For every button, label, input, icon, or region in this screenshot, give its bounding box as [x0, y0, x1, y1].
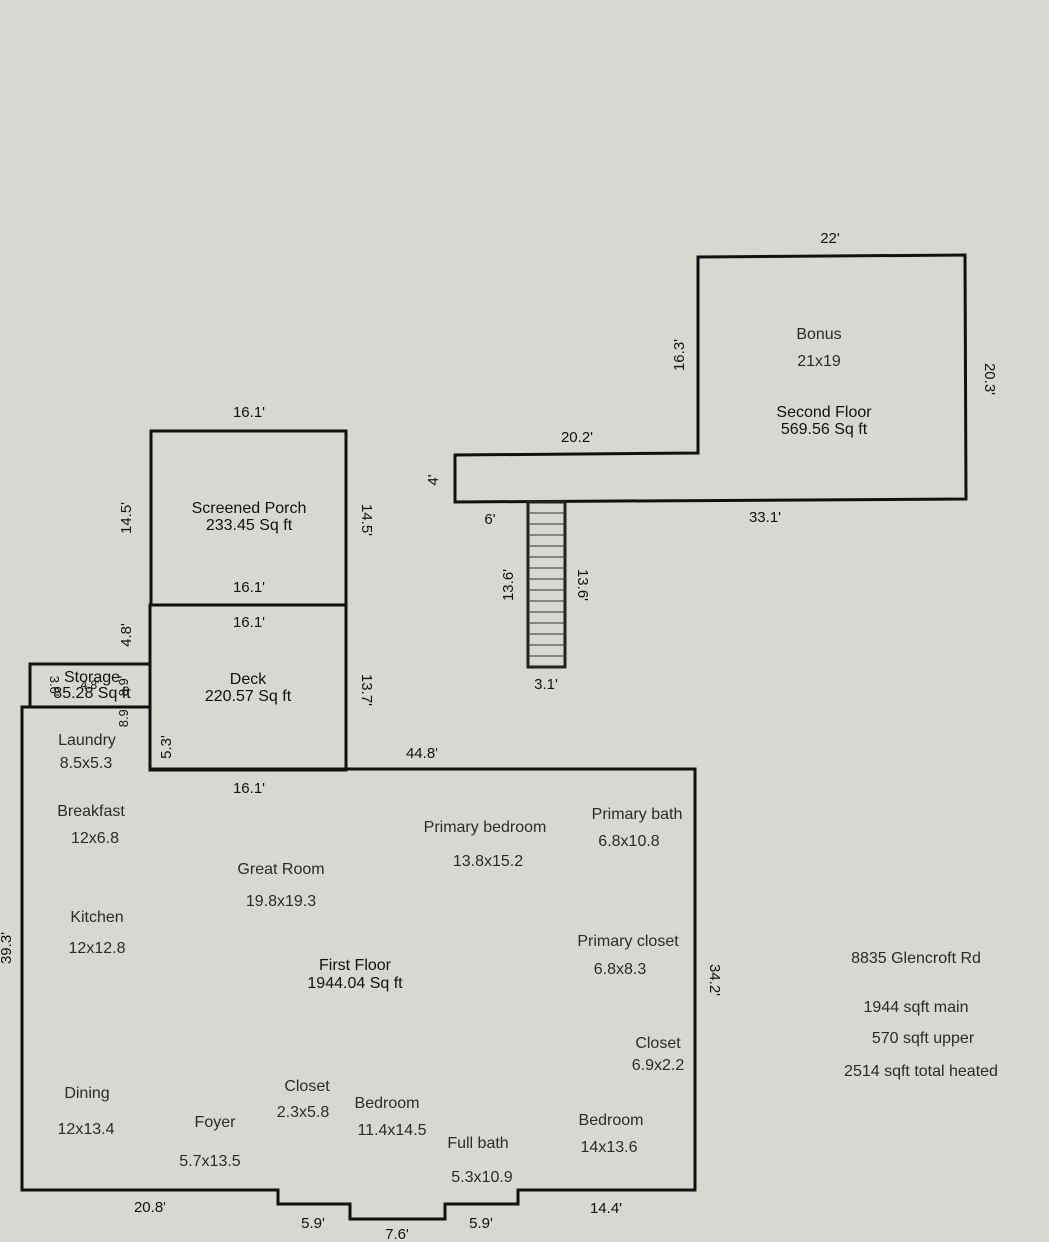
dim-porch-bottom: 16.1': [233, 579, 265, 596]
room-name-foyer: Foyer: [195, 1114, 237, 1131]
dim-first-floor-bottom-mid-left: 5.9': [301, 1215, 325, 1232]
dim-first-floor-bottom-mid-right: 5.9': [469, 1215, 493, 1232]
dim-first-floor-top: 44.8': [406, 745, 438, 762]
info-total-sqft: 2514 sqft total heated: [844, 1063, 998, 1080]
room-size-bedroom-right: 14x13.6: [581, 1139, 638, 1156]
dim-deck-left-upper: 4.8': [118, 623, 135, 647]
room-size-kitchen: 12x12.8: [69, 940, 126, 957]
second-floor: 22' 20.3' 33.1' 16.3' 20.2' 4' 6' Bonus …: [425, 230, 998, 528]
storage-name: Storage: [64, 669, 120, 686]
stairs-outline: [526, 500, 567, 669]
room-size-primary-bedroom: 13.8x15.2: [453, 853, 523, 870]
dim-second-floor-top: 22': [820, 230, 840, 247]
second-floor-area: 569.56 Sq ft: [781, 421, 868, 438]
room-name-closet-hall: Closet: [635, 1035, 681, 1052]
room-name-great-room: Great Room: [237, 861, 324, 878]
room-size-bedroom-center: 11.4x14.5: [357, 1122, 426, 1139]
dim-deck-right: 13.7': [358, 674, 375, 706]
dim-storage-top: 4.8': [81, 678, 100, 692]
dim-first-floor-left: 39.3': [0, 932, 15, 964]
room-name-closet-foyer: Closet: [284, 1078, 330, 1095]
storage-area: 85.28 Sq ft: [53, 685, 131, 702]
screened-porch-area: 233.45 Sq ft: [206, 517, 293, 534]
room-size-foyer: 5.7x13.5: [179, 1153, 240, 1170]
dim-first-floor-bottom-left: 20.8': [134, 1199, 166, 1216]
room-name-laundry: Laundry: [58, 732, 116, 749]
second-floor-title: Second Floor: [776, 404, 872, 421]
dim-porch-left: 14.5': [118, 502, 135, 534]
deck-name: Deck: [230, 671, 267, 688]
info-address: 8835 Glencroft Rd: [851, 950, 981, 967]
dim-deck-left-lower: 5.3': [158, 735, 175, 759]
dim-stairs-right: 13.6': [574, 569, 591, 601]
storage: Storage 85.28 Sq ft 3.6' 4.8' 8.9' 8.9': [28, 662, 152, 728]
dim-first-floor-right: 34.2': [706, 964, 723, 996]
dim-first-floor-bottom-right: 14.4': [590, 1200, 622, 1217]
first-floor-title: First Floor: [319, 957, 392, 974]
first-floor: 44.8' 39.3' 34.2' 20.8' 5.9' 7.6' 5.9' 1…: [0, 705, 723, 1242]
room-size-bonus: 21x19: [797, 353, 841, 370]
dim-deck-top: 16.1': [233, 614, 265, 631]
room-size-dining: 12x13.4: [58, 1121, 115, 1138]
room-size-breakfast: 12x6.8: [71, 830, 119, 847]
room-name-full-bath: Full bath: [447, 1135, 508, 1152]
dim-second-floor-left-upper: 16.3': [671, 339, 688, 371]
screened-porch-name: Screened Porch: [192, 500, 307, 517]
stair-steps: [528, 512, 565, 657]
info-upper-sqft: 570 sqft upper: [872, 1030, 975, 1047]
room-size-full-bath: 5.3x10.9: [451, 1169, 512, 1186]
dim-stairs-bottom: 3.1': [534, 676, 558, 693]
room-name-primary-bedroom: Primary bedroom: [424, 819, 547, 836]
dim-second-floor-step-top: 20.2': [561, 429, 593, 446]
dim-second-floor-step-left: 4': [425, 474, 442, 485]
room-size-closet-hall: 6.9x2.2: [632, 1057, 685, 1074]
room-name-kitchen: Kitchen: [70, 909, 123, 926]
room-name-bedroom-right: Bedroom: [579, 1112, 644, 1129]
room-size-primary-bath: 6.8x10.8: [598, 833, 659, 850]
dim-stairs-left: 13.6': [500, 569, 517, 601]
stairs: 13.6' 13.6' 3.1': [500, 500, 591, 693]
room-name-primary-bath: Primary bath: [592, 806, 683, 823]
room-size-closet-foyer: 2.3x5.8: [277, 1104, 330, 1121]
dim-porch-top: 16.1': [233, 404, 265, 421]
info-main-sqft: 1944 sqft main: [864, 999, 969, 1016]
dim-storage-left: 3.6': [47, 676, 62, 697]
room-size-laundry: 8.5x5.3: [60, 755, 113, 772]
room-size-primary-closet: 6.8x8.3: [594, 961, 647, 978]
room-name-primary-closet: Primary closet: [577, 933, 679, 950]
dim-porch-right: 14.5': [358, 504, 375, 536]
dim-storage-right-upper: 8.9': [116, 676, 131, 697]
screened-porch: 16.1' 14.5' 14.5' 16.1' Screened Porch 2…: [118, 404, 375, 607]
dim-first-floor-bottom-center: 7.6': [385, 1226, 409, 1242]
dim-second-floor-right: 20.3': [981, 363, 998, 395]
second-floor-outline: [453, 253, 968, 504]
room-name-bonus: Bonus: [796, 326, 841, 343]
deck-area: 220.57 Sq ft: [205, 688, 292, 705]
dim-storage-right-lower: 8.9': [116, 707, 131, 728]
room-name-breakfast: Breakfast: [57, 803, 125, 820]
room-name-dining: Dining: [64, 1085, 109, 1102]
dim-second-floor-step-bottom: 6': [484, 511, 495, 528]
dim-deck-bottom: 16.1': [233, 780, 265, 797]
room-name-bedroom-center: Bedroom: [355, 1095, 420, 1112]
property-info: 8835 Glencroft Rd 1944 sqft main 570 sqf…: [844, 950, 998, 1080]
first-floor-outline: [20, 705, 697, 1221]
dim-second-floor-bottom: 33.1': [749, 509, 781, 526]
first-floor-area: 1944.04 Sq ft: [307, 975, 403, 992]
room-size-great-room: 19.8x19.3: [246, 893, 316, 910]
